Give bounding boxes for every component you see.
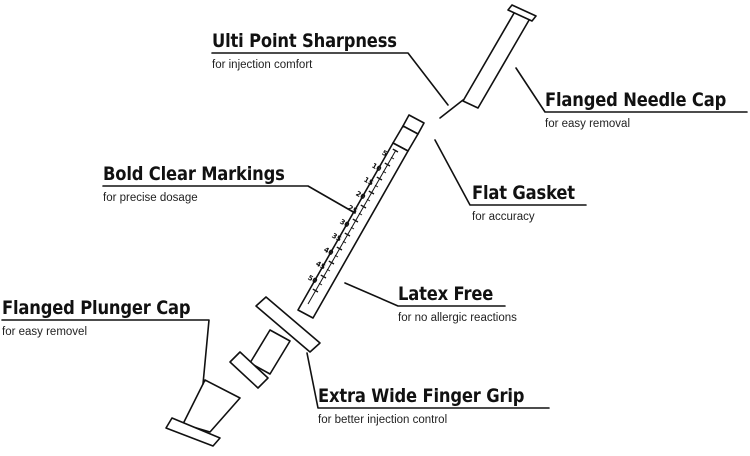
callout-latex: Latex Free for no allergic reactions [398,283,517,325]
minor-tick [334,254,339,258]
callout-title: Extra Wide Finger Grip [318,385,525,407]
needle [439,99,464,119]
leader-lines [1,52,748,409]
callout-ulti-point: Ulti Point Sharpness for injection comfo… [212,30,427,72]
leader-latex [344,282,506,307]
callout-subtitle: for easy removal [545,118,631,130]
minor-tick [358,212,363,216]
callout-finger-grip: Extra Wide Finger Grip for better inject… [318,385,558,427]
callout-subtitle: for precise dosage [103,192,198,204]
major-tick [312,288,319,293]
minor-tick [390,156,395,160]
callout-subtitle: for injection comfort [212,59,313,71]
major-tick [360,204,367,209]
minor-tick [382,170,387,174]
plunger-rod [249,329,291,375]
callout-title: Flat Gasket [472,182,575,204]
barrel-marking-label: 30 [338,218,351,230]
major-tick [392,148,399,153]
minor-tick [342,240,347,244]
callout-plunger-cap: Flanged Plunger Cap for easy removel [2,297,221,339]
leader-plunger-cap [1,319,210,385]
major-tick [328,260,335,265]
barrel-marking-label: 25 [346,204,359,216]
barrel-marking-label: 40 [322,246,335,258]
major-tick [376,176,383,181]
barrel-marking-label: 20 [354,190,367,202]
barrel-tick-marks: 5 10 15 20 25 30 35 40 45 50 [306,148,399,293]
barrel-marking-label: 50 [306,274,319,286]
callout-subtitle: for accuracy [472,211,535,223]
minor-tick [366,198,371,202]
callout-title: Latex Free [398,283,494,305]
callout-needle-cap: Flanged Needle Cap for easy removal [545,89,750,131]
minor-tick [318,282,323,286]
finger-grip [255,296,321,353]
barrel-marking-label: 35 [330,232,343,244]
major-tick [352,218,359,223]
callout-title: Flanged Plunger Cap [2,297,191,319]
leader-finger-grip [306,352,550,409]
callout-subtitle: for better injection control [318,414,448,426]
callout-title: Bold Clear Markings [103,163,285,185]
leader-needle-cap [515,67,748,113]
major-tick [336,246,343,251]
barrel-marking-label: 5 [380,149,388,158]
plunger-cap [165,379,241,447]
barrel-marking-label: 10 [370,162,383,174]
major-tick [384,162,391,167]
minor-tick [374,184,379,188]
callout-title: Ulti Point Sharpness [212,30,397,52]
barrel-marking-label: 45 [314,260,327,272]
leader-markings [102,185,356,214]
major-tick [344,232,351,237]
minor-tick [350,226,355,230]
minor-tick [326,268,331,272]
leader-ulti-point [211,52,449,106]
callout-markings: Bold Clear Markings for precise dosage [103,163,314,205]
leader-gasket [434,139,587,206]
major-tick [320,274,327,279]
callout-gasket: Flat Gasket for accuracy [472,182,592,224]
needle-cap [462,4,537,109]
barrel-marking-label: 15 [362,176,375,188]
plunger-flange [229,351,269,389]
callout-subtitle: for easy removel [2,326,88,338]
callout-subtitle: for no allergic reactions [398,312,517,324]
major-tick [368,190,375,195]
callout-title: Flanged Needle Cap [545,89,727,111]
